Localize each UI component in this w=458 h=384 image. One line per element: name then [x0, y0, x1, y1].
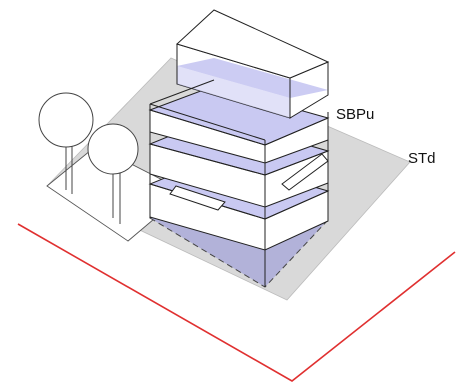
building-edges: [149, 79, 329, 287]
window-left: [169, 185, 226, 211]
plot-boundary-line: [17, 223, 456, 382]
tree-left: [38, 92, 94, 194]
floor-3: [148, 85, 330, 164]
upper-block: [176, 9, 330, 119]
tree-right: [87, 123, 139, 224]
label-std: STd: [408, 150, 436, 167]
label-sbpu: SBPu: [336, 106, 374, 123]
